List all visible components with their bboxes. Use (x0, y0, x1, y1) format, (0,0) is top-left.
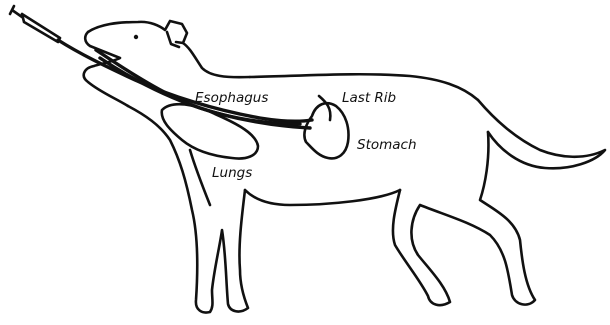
last-rib-label: Last Rib (342, 92, 396, 106)
last-rib-line (319, 96, 330, 120)
dog-jaw-outline (84, 32, 128, 106)
stomach-shape (304, 103, 348, 158)
syringe-outline (10, 6, 60, 42)
dog-belly-outline (245, 190, 400, 205)
dog-chest-outline (190, 150, 210, 205)
dog-eye (134, 35, 138, 39)
stomach-label: Stomach (357, 139, 417, 153)
dog-front-legs-outline (128, 106, 248, 313)
dog-tail-outline (478, 100, 605, 168)
feeding-tube-line (58, 40, 312, 121)
esophagus-label: Esophagus (195, 92, 268, 106)
dog-ear-outline (167, 32, 183, 47)
lungs-label: Lungs (212, 167, 252, 181)
